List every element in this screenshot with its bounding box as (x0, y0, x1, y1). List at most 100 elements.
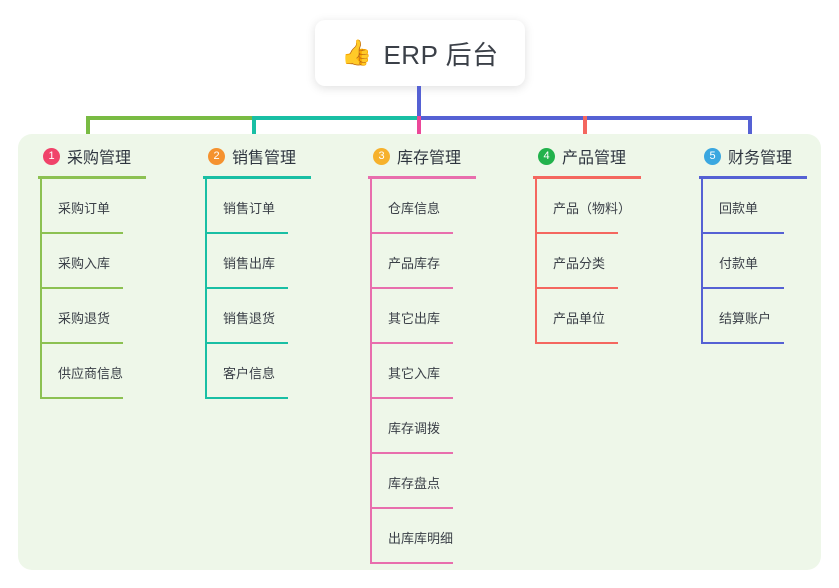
leaf-node[interactable]: 产品库存 (368, 234, 534, 289)
column-badge-3: 3 (373, 147, 390, 165)
leaf-label: 出库库明细 (388, 531, 454, 546)
column-1: 1 采购管理采购订单采购入库采购退货供应商信息 (38, 144, 204, 399)
column-title-5: 财务管理 (728, 150, 793, 167)
column-header-5[interactable]: 5 财务管理 (699, 144, 839, 168)
leaf-node[interactable]: 销售出库 (203, 234, 369, 289)
column-title-3: 库存管理 (397, 150, 462, 167)
leaf-spine (701, 179, 703, 234)
leaf-underline (701, 287, 784, 289)
column-title-1: 采购管理 (67, 150, 132, 167)
diagram-panel (18, 134, 821, 570)
leaf-spine (535, 234, 537, 289)
leaf-node[interactable]: 付款单 (699, 234, 839, 289)
column-items-5: 回款单付款单结算账户 (699, 179, 839, 344)
leaf-spine (370, 399, 372, 454)
column-badge-5: 5 (704, 147, 721, 165)
column-4: 4 产品管理产品（物料） 产品分类产品单位 (533, 144, 699, 344)
leaf-node[interactable]: 其它入库 (368, 344, 534, 399)
connector-drop-2 (252, 116, 256, 150)
leaf-label: 销售出库 (223, 256, 276, 271)
column-items-3: 仓库信息产品库存其它出库其它入库库存调拨库存盘点出库库明细 (368, 179, 534, 564)
leaf-underline (40, 232, 123, 234)
leaf-spine (370, 344, 372, 399)
leaf-label: 其它入库 (388, 366, 441, 381)
leaf-label: 客户信息 (223, 366, 276, 381)
leaf-node[interactable]: 库存调拨 (368, 399, 534, 454)
root-node-card[interactable]: 👍 ERP 后台 (315, 20, 525, 86)
leaf-underline (701, 232, 784, 234)
leaf-label: 销售订单 (223, 201, 276, 216)
leaf-node[interactable]: 采购退货 (38, 289, 204, 344)
connector-drop-3 (417, 116, 421, 150)
leaf-spine (205, 234, 207, 289)
leaf-underline (370, 507, 453, 509)
leaf-node[interactable]: 结算账户 (699, 289, 839, 344)
leaf-spine (535, 179, 537, 234)
leaf-node[interactable]: 采购入库 (38, 234, 204, 289)
leaf-spine (205, 179, 207, 234)
leaf-underline (40, 287, 123, 289)
leaf-node[interactable]: 供应商信息 (38, 344, 204, 399)
leaf-spine (701, 289, 703, 344)
column-title-4: 产品管理 (562, 150, 627, 167)
column-items-4: 产品（物料） 产品分类产品单位 (533, 179, 699, 344)
leaf-node[interactable]: 客户信息 (203, 344, 369, 399)
leaf-label: 产品单位 (553, 311, 606, 326)
leaf-node[interactable]: 其它出库 (368, 289, 534, 344)
leaf-node[interactable]: 回款单 (699, 179, 839, 234)
column-badge-1: 1 (43, 147, 60, 165)
column-badge-4: 4 (538, 147, 555, 165)
leaf-underline (370, 342, 453, 344)
leaf-node[interactable]: 采购订单 (38, 179, 204, 234)
leaf-spine (370, 234, 372, 289)
leaf-underline (535, 232, 618, 234)
leaf-underline (205, 342, 288, 344)
leaf-label: 供应商信息 (58, 366, 124, 381)
leaf-spine (40, 234, 42, 289)
leaf-node[interactable]: 销售订单 (203, 179, 369, 234)
column-title-2: 销售管理 (232, 150, 297, 167)
leaf-underline (370, 397, 453, 399)
leaf-label: 库存调拨 (388, 421, 441, 436)
leaf-spine (535, 289, 537, 344)
leaf-node[interactable]: 仓库信息 (368, 179, 534, 234)
leaf-underline (370, 287, 453, 289)
leaf-underline (701, 342, 784, 344)
leaf-label: 付款单 (719, 256, 759, 271)
connector-hbar-teal (252, 116, 420, 120)
leaf-node[interactable]: 产品分类 (533, 234, 699, 289)
leaf-label: 产品（物料） (553, 201, 632, 216)
leaf-label: 其它出库 (388, 311, 441, 326)
column-header-1[interactable]: 1 采购管理 (38, 144, 204, 168)
leaf-label: 采购退货 (58, 311, 111, 326)
column-rule-2 (203, 176, 311, 179)
root-node-title: ERP 后台 (383, 39, 499, 70)
leaf-label: 结算账户 (719, 311, 772, 326)
leaf-label: 回款单 (719, 201, 759, 216)
leaf-underline (370, 232, 453, 234)
connector-hbar-green (86, 116, 254, 120)
column-rule-5 (699, 176, 807, 179)
leaf-underline (205, 232, 288, 234)
leaf-spine (205, 289, 207, 344)
leaf-underline (205, 397, 288, 399)
leaf-node[interactable]: 库存盘点 (368, 454, 534, 509)
column-header-3[interactable]: 3 库存管理 (368, 144, 534, 168)
leaf-node[interactable]: 销售退货 (203, 289, 369, 344)
column-rule-4 (533, 176, 641, 179)
leaf-spine (370, 509, 372, 564)
column-3: 3 库存管理仓库信息产品库存其它出库其它入库库存调拨库存盘点出库库明细 (368, 144, 534, 564)
leaf-underline (535, 342, 618, 344)
leaf-spine (370, 179, 372, 234)
leaf-node[interactable]: 出库库明细 (368, 509, 534, 564)
column-items-2: 销售订单销售出库销售退货客户信息 (203, 179, 369, 399)
leaf-label: 仓库信息 (388, 201, 441, 216)
leaf-node[interactable]: 产品单位 (533, 289, 699, 344)
column-header-4[interactable]: 4 产品管理 (533, 144, 699, 168)
leaf-spine (205, 344, 207, 399)
connector-root-stem (417, 86, 421, 118)
leaf-underline (535, 287, 618, 289)
leaf-node[interactable]: 产品（物料） (533, 179, 699, 234)
leaf-label: 库存盘点 (388, 476, 441, 491)
